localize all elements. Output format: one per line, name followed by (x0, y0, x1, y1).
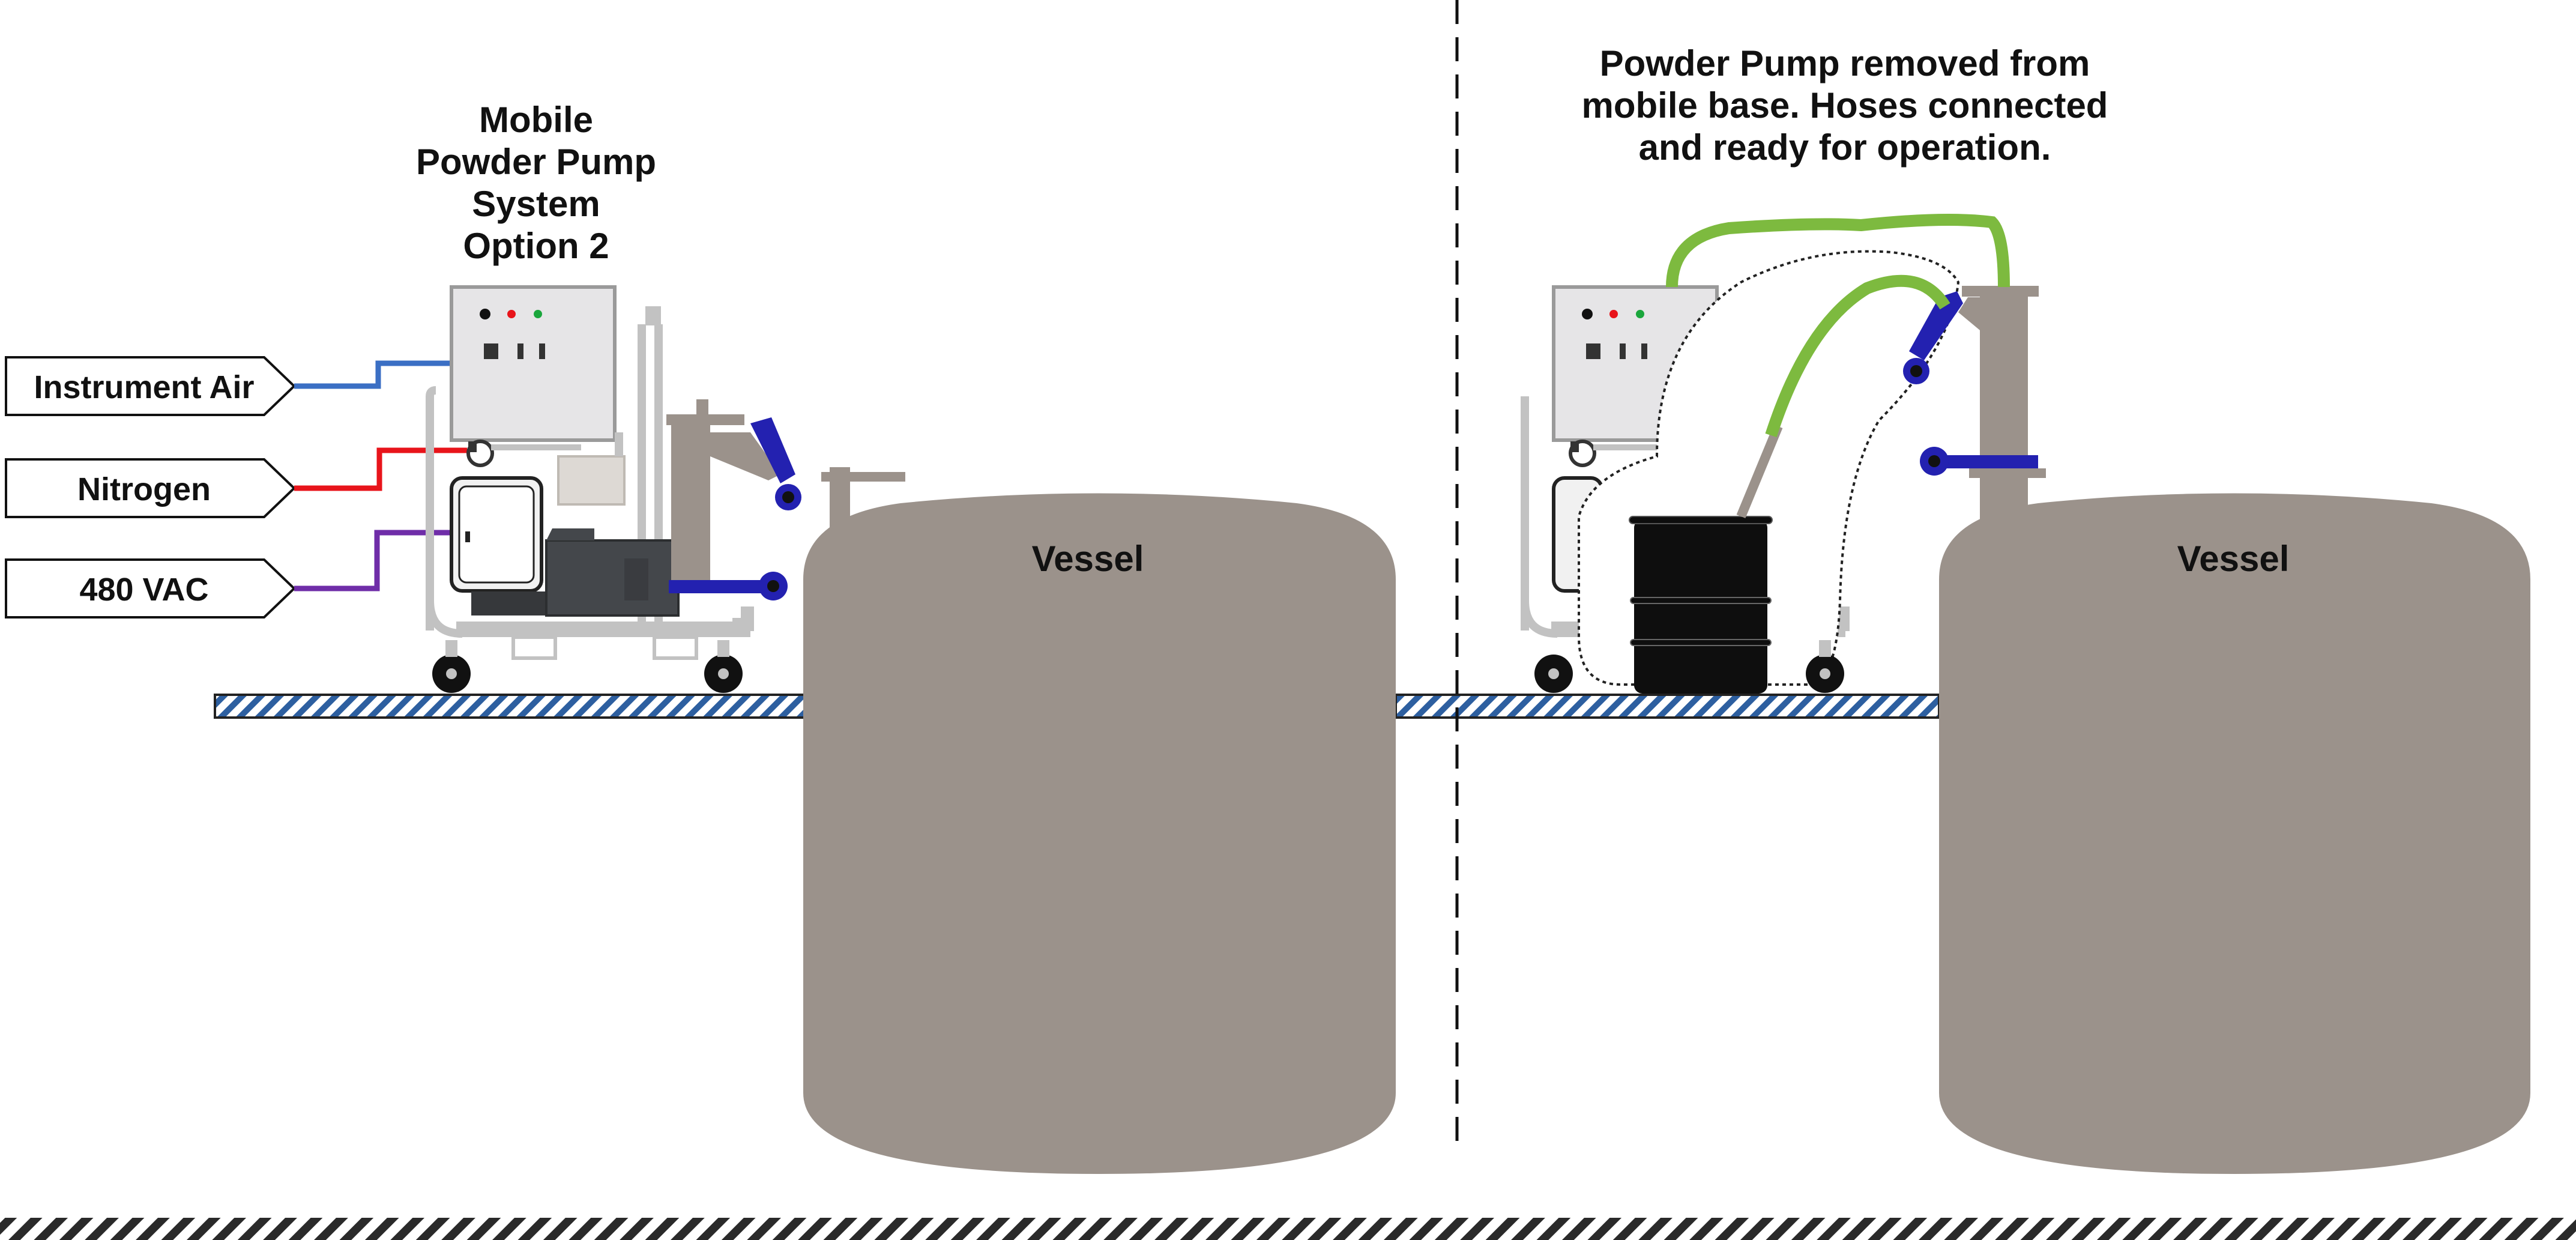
instrument-air-label: Instrument Air (34, 369, 254, 405)
left-mobile-cart (426, 285, 801, 693)
left-title-line-4: Option 2 (463, 226, 609, 266)
floor-left (214, 694, 806, 719)
right-vessel: Vessel (1939, 493, 2530, 1174)
right-title-line-1: Powder Pump removed from (1600, 43, 2090, 83)
input-labels: Instrument Air Nitrogen 480 VAC (5, 356, 296, 618)
vac-box (5, 558, 296, 618)
left-upper-valve (750, 417, 801, 510)
floor-middle (1395, 694, 1940, 719)
right-title-line-2: mobile base. Hoses connected (1582, 85, 2108, 126)
powder-drum (1629, 516, 1773, 694)
hose-top (1666, 214, 2010, 288)
left-control-cabinet (450, 285, 617, 442)
hose-drum (1765, 274, 1950, 438)
right-lower-valve (1920, 447, 2038, 476)
instrument-air-line (294, 360, 454, 389)
left-lower-valve (669, 572, 788, 600)
left-title: Mobile Powder Pump System Option 2 (416, 100, 656, 266)
left-title-line-2: Powder Pump (416, 142, 656, 182)
right-upper-valve (1903, 291, 1963, 384)
left-motor (471, 591, 549, 615)
nitrogen-box (5, 458, 296, 518)
right-title: Powder Pump removed from mobile base. Ho… (1582, 43, 2108, 168)
left-title-line-1: Mobile (479, 100, 593, 140)
nitrogen-line (294, 447, 467, 491)
left-title-line-3: System (472, 184, 600, 224)
right-pump-column (1903, 286, 2046, 534)
ground-strip (0, 1218, 2576, 1240)
nitrogen-label: Nitrogen (77, 471, 211, 507)
left-vessel-label: Vessel (1032, 539, 1144, 579)
vac-line (294, 530, 454, 591)
right-title-line-3: and ready for operation. (1639, 127, 2051, 168)
left-vessel: Vessel (803, 467, 1396, 1174)
vac-label: 480 VAC (79, 572, 208, 608)
dip-tube (1736, 424, 1783, 519)
right-vessel-label: Vessel (2177, 539, 2290, 579)
instrument-air-box (5, 356, 296, 416)
